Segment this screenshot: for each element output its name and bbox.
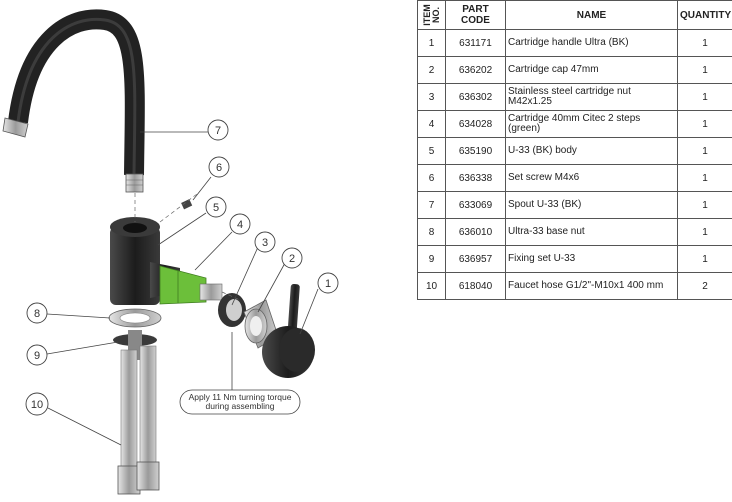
svg-text:Apply 11 Nm turning torque: Apply 11 Nm turning torque bbox=[189, 392, 292, 402]
cell-item-no: 3 bbox=[417, 83, 446, 111]
handle-part bbox=[262, 283, 315, 378]
svg-text:4: 4 bbox=[237, 219, 243, 231]
cell-item-no: 5 bbox=[417, 137, 446, 165]
exploded-view-drawing: 1 2 3 4 5 6 7 8 9 10 Apply 11 Nm turning… bbox=[2, 9, 339, 495]
cartridge-nut-part bbox=[218, 293, 246, 327]
cell-quantity: 1 bbox=[677, 218, 732, 246]
cell-part-code: 636338 bbox=[445, 164, 506, 192]
cell-part-code: 635190 bbox=[445, 137, 506, 165]
svg-text:7: 7 bbox=[215, 125, 221, 137]
balloon-6: 6 bbox=[208, 156, 230, 178]
balloon-3: 3 bbox=[254, 231, 276, 253]
svg-text:5: 5 bbox=[213, 202, 219, 214]
spout-part bbox=[2, 9, 145, 193]
cell-name: Fixing set U-33 bbox=[505, 245, 678, 273]
assembly-centerlines bbox=[134, 193, 241, 301]
cell-name: Set screw M4x6 bbox=[505, 164, 678, 192]
cell-part-code: 618040 bbox=[445, 272, 506, 300]
cell-item-no: 6 bbox=[417, 164, 446, 192]
svg-text:3: 3 bbox=[262, 237, 268, 249]
balloon-5: 5 bbox=[205, 196, 227, 218]
cell-part-code: 636202 bbox=[445, 56, 506, 84]
cell-part-code: 631171 bbox=[445, 29, 506, 57]
cell-part-code: 636010 bbox=[445, 218, 506, 246]
cell-name: Cartridge handle Ultra (BK) bbox=[505, 29, 678, 57]
cell-name: Cartridge 40mm Citec 2 steps (green) bbox=[505, 110, 678, 138]
set-screw-part bbox=[181, 199, 193, 210]
cell-item-no: 10 bbox=[417, 272, 446, 300]
base-nut-part bbox=[108, 308, 162, 328]
cell-part-code: 636302 bbox=[445, 83, 506, 111]
cell-name: Cartridge cap 47mm bbox=[505, 56, 678, 84]
cell-quantity: 1 bbox=[677, 29, 732, 57]
cell-quantity: 1 bbox=[677, 137, 732, 165]
cell-quantity: 1 bbox=[677, 83, 732, 111]
cell-part-code: 633069 bbox=[445, 191, 506, 219]
cell-item-no: 1 bbox=[417, 29, 446, 57]
balloon-9: 9 bbox=[26, 344, 48, 366]
svg-text:2: 2 bbox=[289, 253, 295, 265]
torque-note: Apply 11 Nm turning torque during assemb… bbox=[179, 389, 301, 415]
cell-item-no: 4 bbox=[417, 110, 446, 138]
cell-item-no: 7 bbox=[417, 191, 446, 219]
svg-text:6: 6 bbox=[216, 162, 222, 174]
svg-text:during assembling: during assembling bbox=[206, 401, 275, 411]
header-name: NAME bbox=[505, 0, 678, 30]
cell-name: U-33 (BK) body bbox=[505, 137, 678, 165]
svg-text:10: 10 bbox=[31, 399, 43, 411]
header-quantity: QUANTITY bbox=[677, 0, 732, 30]
svg-text:9: 9 bbox=[34, 350, 40, 362]
balloon-7: 7 bbox=[207, 119, 229, 141]
cell-name: Stainless steel cartridge nut M42x1.25 bbox=[505, 83, 678, 111]
leader-lines bbox=[46, 131, 319, 446]
cell-name: Spout U-33 (BK) bbox=[505, 191, 678, 219]
balloon-10: 10 bbox=[25, 392, 49, 416]
svg-text:8: 8 bbox=[34, 308, 40, 320]
fixing-set-part bbox=[113, 330, 157, 360]
cell-quantity: 1 bbox=[677, 56, 732, 84]
cartridge-part bbox=[159, 265, 223, 305]
cell-item-no: 8 bbox=[417, 218, 446, 246]
balloon-2: 2 bbox=[281, 247, 303, 269]
cell-part-code: 634028 bbox=[445, 110, 506, 138]
cell-quantity: 1 bbox=[677, 191, 732, 219]
balloon-4: 4 bbox=[229, 213, 251, 235]
svg-text:1: 1 bbox=[325, 278, 331, 290]
cell-quantity: 1 bbox=[677, 110, 732, 138]
cell-quantity: 2 bbox=[677, 272, 732, 300]
cell-item-no: 2 bbox=[417, 56, 446, 84]
cell-part-code: 636957 bbox=[445, 245, 506, 273]
cell-name: Faucet hose G1/2"-M10x1 400 mm bbox=[505, 272, 678, 300]
cell-quantity: 1 bbox=[677, 164, 732, 192]
balloon-1: 1 bbox=[317, 272, 339, 294]
faucet-hoses-part bbox=[117, 345, 160, 495]
balloon-8: 8 bbox=[26, 302, 48, 324]
cell-item-no: 9 bbox=[417, 245, 446, 273]
cell-quantity: 1 bbox=[677, 245, 732, 273]
cell-name: Ultra-33 base nut bbox=[505, 218, 678, 246]
